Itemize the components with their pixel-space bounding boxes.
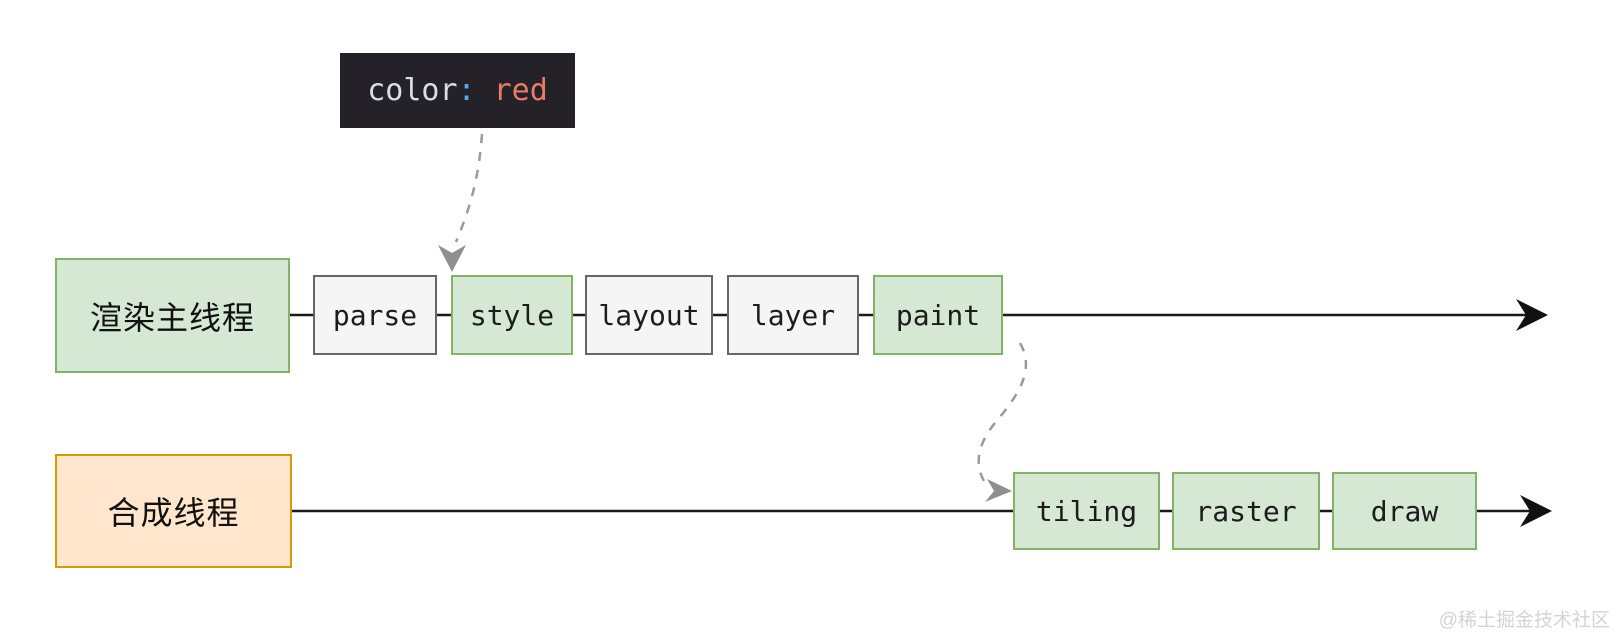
step-raster-box: raster [1172,472,1320,550]
step-tiling-box: tiling [1013,472,1160,550]
step-draw-label: draw [1370,494,1439,528]
step-layout-box: layout [585,275,713,355]
paint-to-tiling-arrowhead-icon [985,479,1012,502]
css-colon-text: : [457,73,476,108]
watermark-text: @稀土掘金技术社区 [1438,610,1610,631]
css-value-text: red [493,73,548,108]
step-parse-label: parse [332,298,418,332]
main-thread-label: 渲染主线程 [89,299,255,336]
step-paint-label: paint [895,298,981,332]
step-draw-box: draw [1332,472,1477,550]
step-raster-label: raster [1195,494,1297,528]
main-thread-label-box: 渲染主线程 [55,258,290,373]
step-layer-label: layer [750,298,836,332]
css-property-text: color [367,73,458,108]
step-paint-box: paint [873,275,1003,355]
compositor-thread-label: 合成线程 [107,495,240,531]
css-code-snippet: color: red [340,53,575,128]
compositor-thread-label-box: 合成线程 [55,454,292,568]
compositor-thread-arrowhead-icon [1520,495,1552,527]
step-tiling-label: tiling [1035,494,1138,528]
css-to-style-arrowhead-icon [438,245,466,272]
step-layout-label: layout [598,298,700,332]
css-to-style-dashed-arrow [454,133,484,243]
step-style-label: style [469,298,555,332]
step-layer-box: layer [727,275,859,355]
main-thread-arrowhead-icon [1516,299,1548,331]
paint-to-tiling-dashed-arrow [977,342,1028,484]
step-parse-box: parse [313,275,437,355]
step-style-box: style [451,275,573,355]
